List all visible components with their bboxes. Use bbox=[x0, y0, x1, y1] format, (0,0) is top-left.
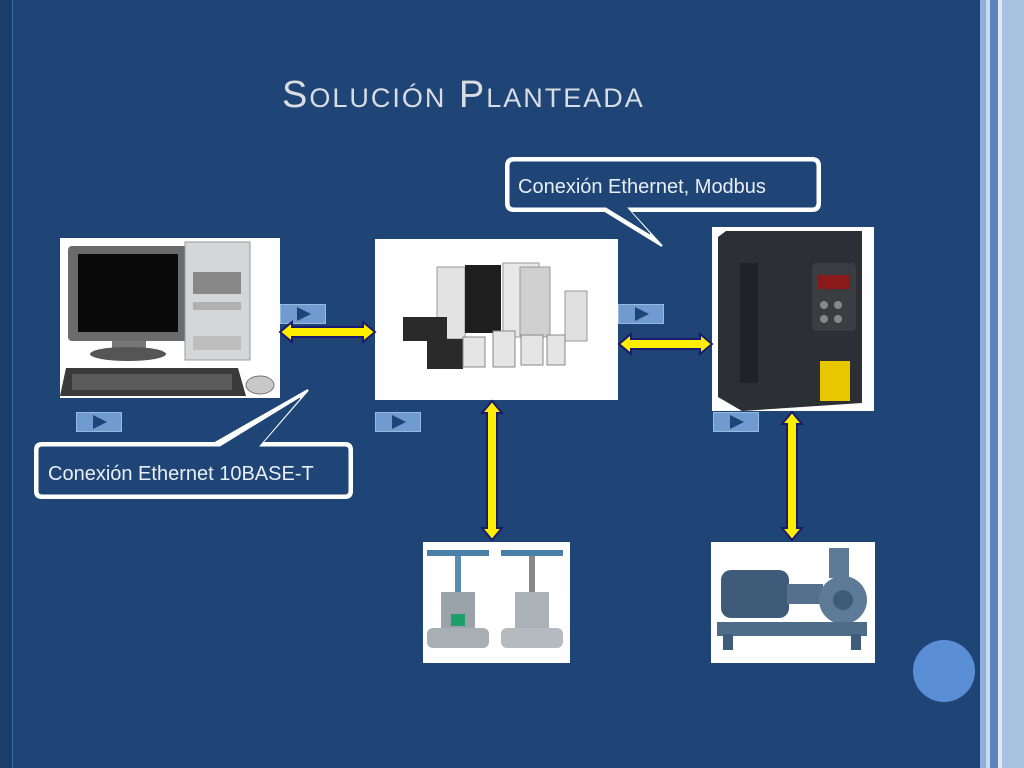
pump-image bbox=[711, 542, 875, 663]
nav-arrow-button[interactable] bbox=[76, 412, 122, 432]
play-arrow-icon bbox=[297, 307, 311, 321]
decorative-circle bbox=[913, 640, 975, 702]
connector-pc-drives bbox=[278, 319, 377, 345]
nav-arrow-button[interactable] bbox=[375, 412, 421, 432]
right-stripe bbox=[998, 0, 1002, 768]
connector-drives-inverter bbox=[617, 331, 714, 357]
left-frame bbox=[0, 0, 13, 768]
right-stripe bbox=[990, 0, 998, 768]
right-stripe bbox=[1002, 0, 1024, 768]
play-arrow-icon bbox=[392, 415, 406, 429]
frequency-inverter-icon bbox=[718, 231, 862, 411]
callout-ethernet-text: Conexión Ethernet 10BASE-T bbox=[48, 463, 314, 485]
nav-arrow-button[interactable] bbox=[280, 304, 326, 324]
inverter-image bbox=[712, 227, 874, 411]
valves-image bbox=[423, 542, 570, 663]
nav-arrow-button[interactable] bbox=[618, 304, 664, 324]
play-arrow-icon bbox=[93, 415, 107, 429]
valve-icon bbox=[427, 550, 563, 648]
computer-image bbox=[60, 238, 280, 398]
servo-drives-image bbox=[375, 239, 618, 400]
servo-drives-icon bbox=[403, 262, 588, 369]
right-stripe bbox=[986, 0, 990, 768]
connector-drives-valves bbox=[479, 399, 505, 542]
pump-motor-icon bbox=[717, 548, 867, 650]
right-stripe bbox=[980, 0, 986, 768]
desktop-computer-icon bbox=[60, 241, 275, 396]
callout-modbus-text: Conexión Ethernet, Modbus bbox=[518, 176, 766, 198]
play-arrow-icon bbox=[730, 415, 744, 429]
play-arrow-icon bbox=[635, 307, 649, 321]
connector-inverter-pump bbox=[779, 410, 805, 542]
slide-title: Solución Planteada bbox=[282, 74, 645, 116]
nav-arrow-button[interactable] bbox=[713, 412, 759, 432]
